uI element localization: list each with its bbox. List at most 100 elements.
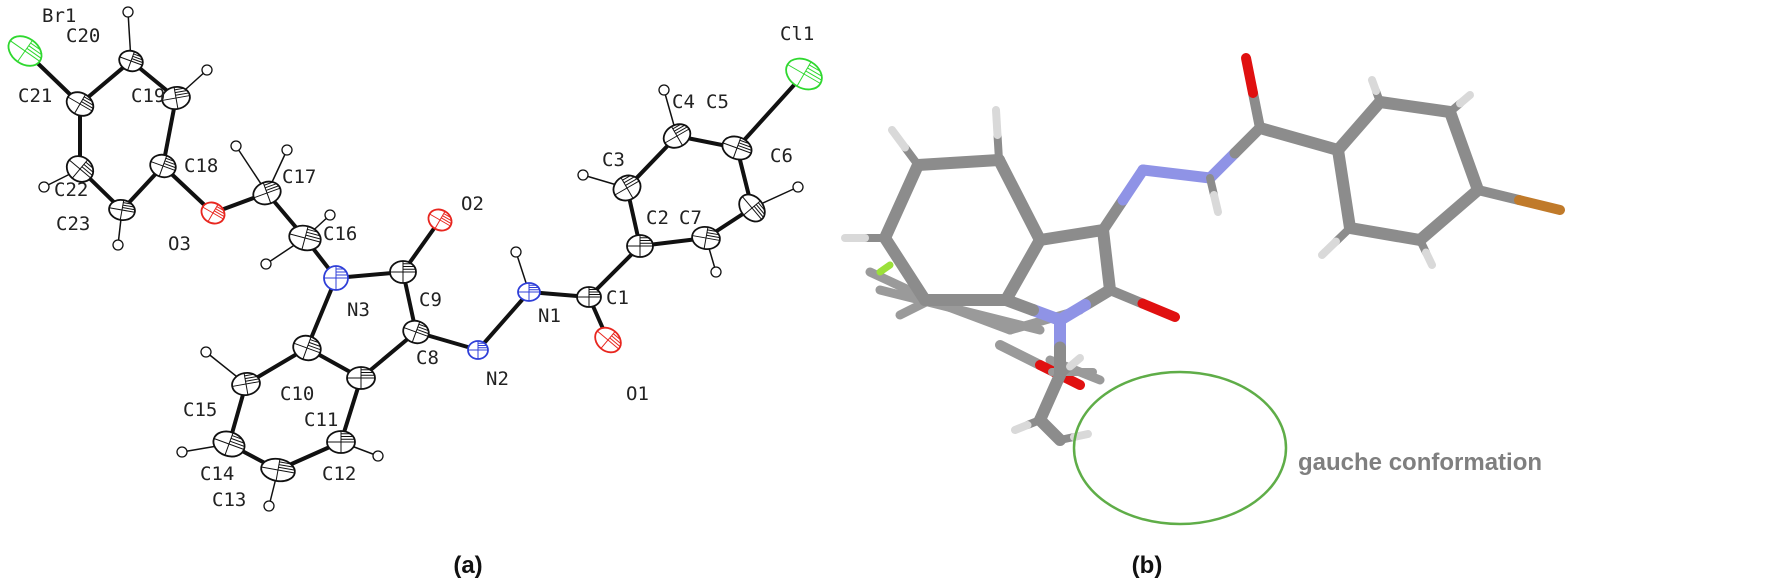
hydrogen-atom xyxy=(710,266,722,278)
c-n2-b xyxy=(1117,164,1149,206)
atom-Br1 xyxy=(7,35,43,67)
c-c-five-ring-2 xyxy=(1097,224,1116,296)
ch2-down xyxy=(1034,414,1066,446)
phenyl-ring-bond-4 xyxy=(1344,222,1426,246)
carbonyl-o-a xyxy=(1105,285,1148,309)
panel-b-caption: (b) xyxy=(1132,552,1163,579)
hydrogen-atom xyxy=(510,246,522,258)
hydrogen-atom xyxy=(230,140,242,152)
ortep-hydrogen-bonds xyxy=(38,6,804,512)
atom-C18 xyxy=(149,153,177,179)
atom-label-O1: O1 xyxy=(626,383,649,405)
h-stick-3-b xyxy=(1368,76,1380,95)
phenyl-ring-bond-5 xyxy=(1332,144,1356,234)
n2-n1 xyxy=(1137,164,1216,184)
h-stick-7-b xyxy=(1210,191,1222,216)
atom-label-C19: C19 xyxy=(131,85,165,107)
c1-o1-b xyxy=(1241,53,1258,98)
atom-label-C3: C3 xyxy=(602,149,625,171)
atom-O2 xyxy=(427,208,453,232)
h-stick-9-b xyxy=(1011,421,1032,434)
c-br-a xyxy=(1473,185,1524,205)
atom-C23 xyxy=(108,198,136,222)
atom-label-C4: C4 xyxy=(672,91,695,113)
atom-label-C21: C21 xyxy=(18,85,52,107)
phenyl-ring-bond-0 xyxy=(1332,96,1386,156)
back-ring-bond-3 xyxy=(875,285,1045,335)
hydrogen-atom xyxy=(200,346,212,358)
hydrogen-atom xyxy=(577,169,589,181)
n-c-five-ring-b xyxy=(1000,294,1039,316)
atom-label-C7: C7 xyxy=(679,207,702,229)
atom-C8 xyxy=(402,319,430,345)
atom-C4 xyxy=(662,123,692,149)
hydrogen-atom xyxy=(176,446,188,458)
fluorine-stick xyxy=(876,261,894,276)
c-br-b xyxy=(1514,195,1565,215)
hydrogen-atom xyxy=(372,450,384,462)
hydrogen-atom xyxy=(281,144,293,156)
atom-C7 xyxy=(691,225,721,251)
atom-N3 xyxy=(323,265,349,291)
gauche-conformation-label: gauche conformation xyxy=(1298,449,1542,476)
atom-label-C16: C16 xyxy=(323,223,357,245)
indole-ring-bond-1 xyxy=(993,154,1046,246)
atom-C22 xyxy=(65,155,95,183)
atom-label-N3: N3 xyxy=(347,299,370,321)
indole-ring-bond-2 xyxy=(1000,234,1046,306)
hydrogen-atom xyxy=(658,84,670,96)
c1-c2 xyxy=(1254,122,1344,156)
c-c-five-ring-1 xyxy=(1034,224,1109,246)
h-stick-6-b xyxy=(1422,248,1436,269)
hydrogen-atom xyxy=(201,64,213,76)
panel-a-caption: (a) xyxy=(453,552,482,579)
atom-N2 xyxy=(467,340,489,360)
atom-label-N1: N1 xyxy=(538,305,561,327)
atom-label-C12: C12 xyxy=(322,463,356,485)
atom-label-C11: C11 xyxy=(304,409,338,431)
atom-C19 xyxy=(161,85,191,111)
atom-Cl1 xyxy=(785,57,823,91)
atom-C12 xyxy=(326,430,356,454)
atom-label-C8: C8 xyxy=(416,347,439,369)
carbonyl-o-b xyxy=(1137,298,1180,322)
atom-C9 xyxy=(389,260,417,284)
atom-label-C2: C2 xyxy=(646,207,669,229)
atom-label-O3: O3 xyxy=(168,233,191,255)
atom-label-C20: C20 xyxy=(66,25,100,47)
phenyl-ring-bond-3 xyxy=(1414,184,1484,246)
hydrogen-atom xyxy=(263,500,275,512)
atom-C16 xyxy=(288,224,322,252)
h-stick-8-b xyxy=(1066,354,1084,371)
atom-label-C17: C17 xyxy=(282,166,316,188)
atom-label-C5: C5 xyxy=(706,91,729,113)
atom-label-C18: C18 xyxy=(184,155,218,177)
gauche-highlight-circle xyxy=(1072,370,1288,526)
atom-label-C14: C14 xyxy=(200,463,234,485)
h-stick-4-b xyxy=(1456,91,1474,108)
atom-label-C22: C22 xyxy=(54,179,88,201)
bond-C5-Cl1 xyxy=(735,72,806,150)
bond-N2-N1 xyxy=(476,290,531,352)
atom-C3 xyxy=(612,174,642,202)
atom-C21 xyxy=(65,91,95,117)
atom-C6 xyxy=(738,193,766,223)
stick-model-panel: gauche conformation (b) xyxy=(841,53,1565,579)
hydrogen-atom xyxy=(260,258,272,270)
atom-C14 xyxy=(212,430,246,458)
atom-label-C13: C13 xyxy=(212,489,246,511)
atom-label-C9: C9 xyxy=(419,289,442,311)
atom-N1 xyxy=(517,282,541,302)
atom-C10 xyxy=(292,334,322,362)
atom-C5 xyxy=(721,135,753,161)
atom-C17 xyxy=(252,180,282,206)
hydrogen-atom xyxy=(792,181,804,193)
atom-C20 xyxy=(118,49,144,73)
back-ether-o-a xyxy=(995,340,1045,370)
ortep-bonds xyxy=(23,49,806,472)
atom-label-C1: C1 xyxy=(606,287,629,309)
hydrogen-atom xyxy=(112,239,124,251)
atom-C11 xyxy=(346,366,376,390)
